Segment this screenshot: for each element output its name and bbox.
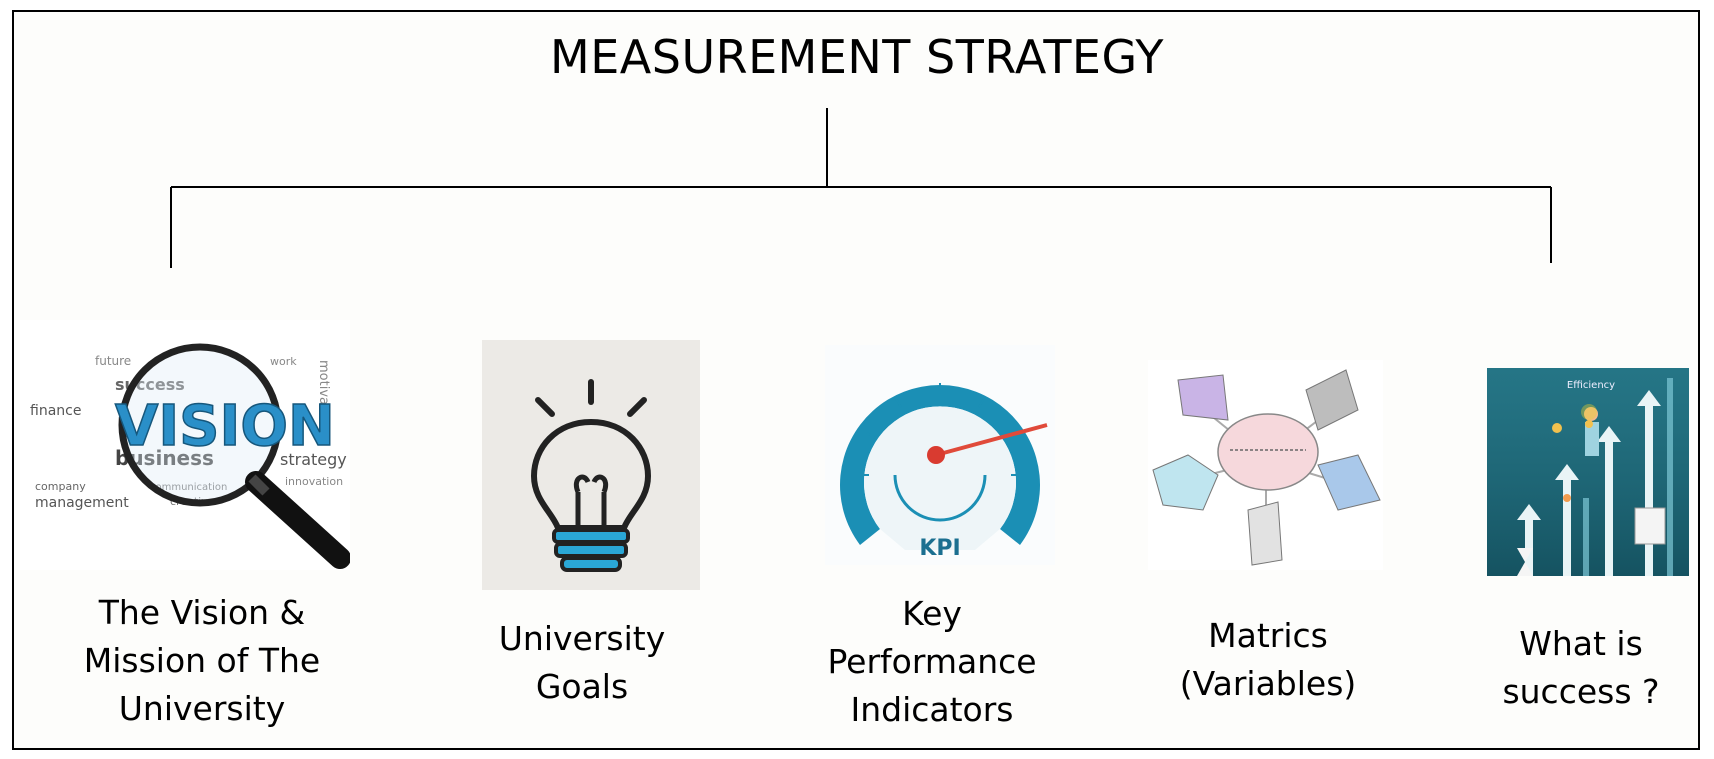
svg-text:innovation: innovation — [285, 475, 343, 488]
node-label-matrics: Matrics (Variables) — [1179, 616, 1357, 703]
svg-text:motivation: motivation — [316, 360, 331, 430]
svg-text:work: work — [270, 355, 297, 368]
svg-text:company: company — [35, 480, 86, 493]
success-text: Efficiency — [1567, 380, 1615, 391]
node-label-what-is-success: What is success ? — [1502, 624, 1660, 711]
lightbulb-icon — [482, 340, 700, 590]
svg-text:finance: finance — [30, 403, 81, 419]
svg-text:future: future — [95, 354, 131, 368]
vision-word: VISION — [115, 394, 335, 459]
growth-arrows-icon: Efficiency — [1487, 368, 1689, 576]
svg-text:strategy: strategy — [280, 450, 347, 469]
kpi-text: KPI — [919, 536, 960, 561]
svg-text:communication: communication — [150, 482, 227, 493]
strategy-map-icon — [1148, 360, 1383, 570]
node-label-vision-mission: The Vision & Mission of The University — [83, 593, 321, 728]
node-label-university-goals: University Goals — [498, 619, 666, 706]
diagram-title: MEASUREMENT STRATEGY — [550, 30, 1164, 84]
node-label-kpi: Key Performance Indicators — [827, 594, 1037, 729]
vision-magnifier-icon: finance future success company managemen… — [20, 320, 350, 570]
kpi-gauge-icon: KPI — [825, 345, 1055, 565]
svg-text:management: management — [35, 495, 129, 511]
